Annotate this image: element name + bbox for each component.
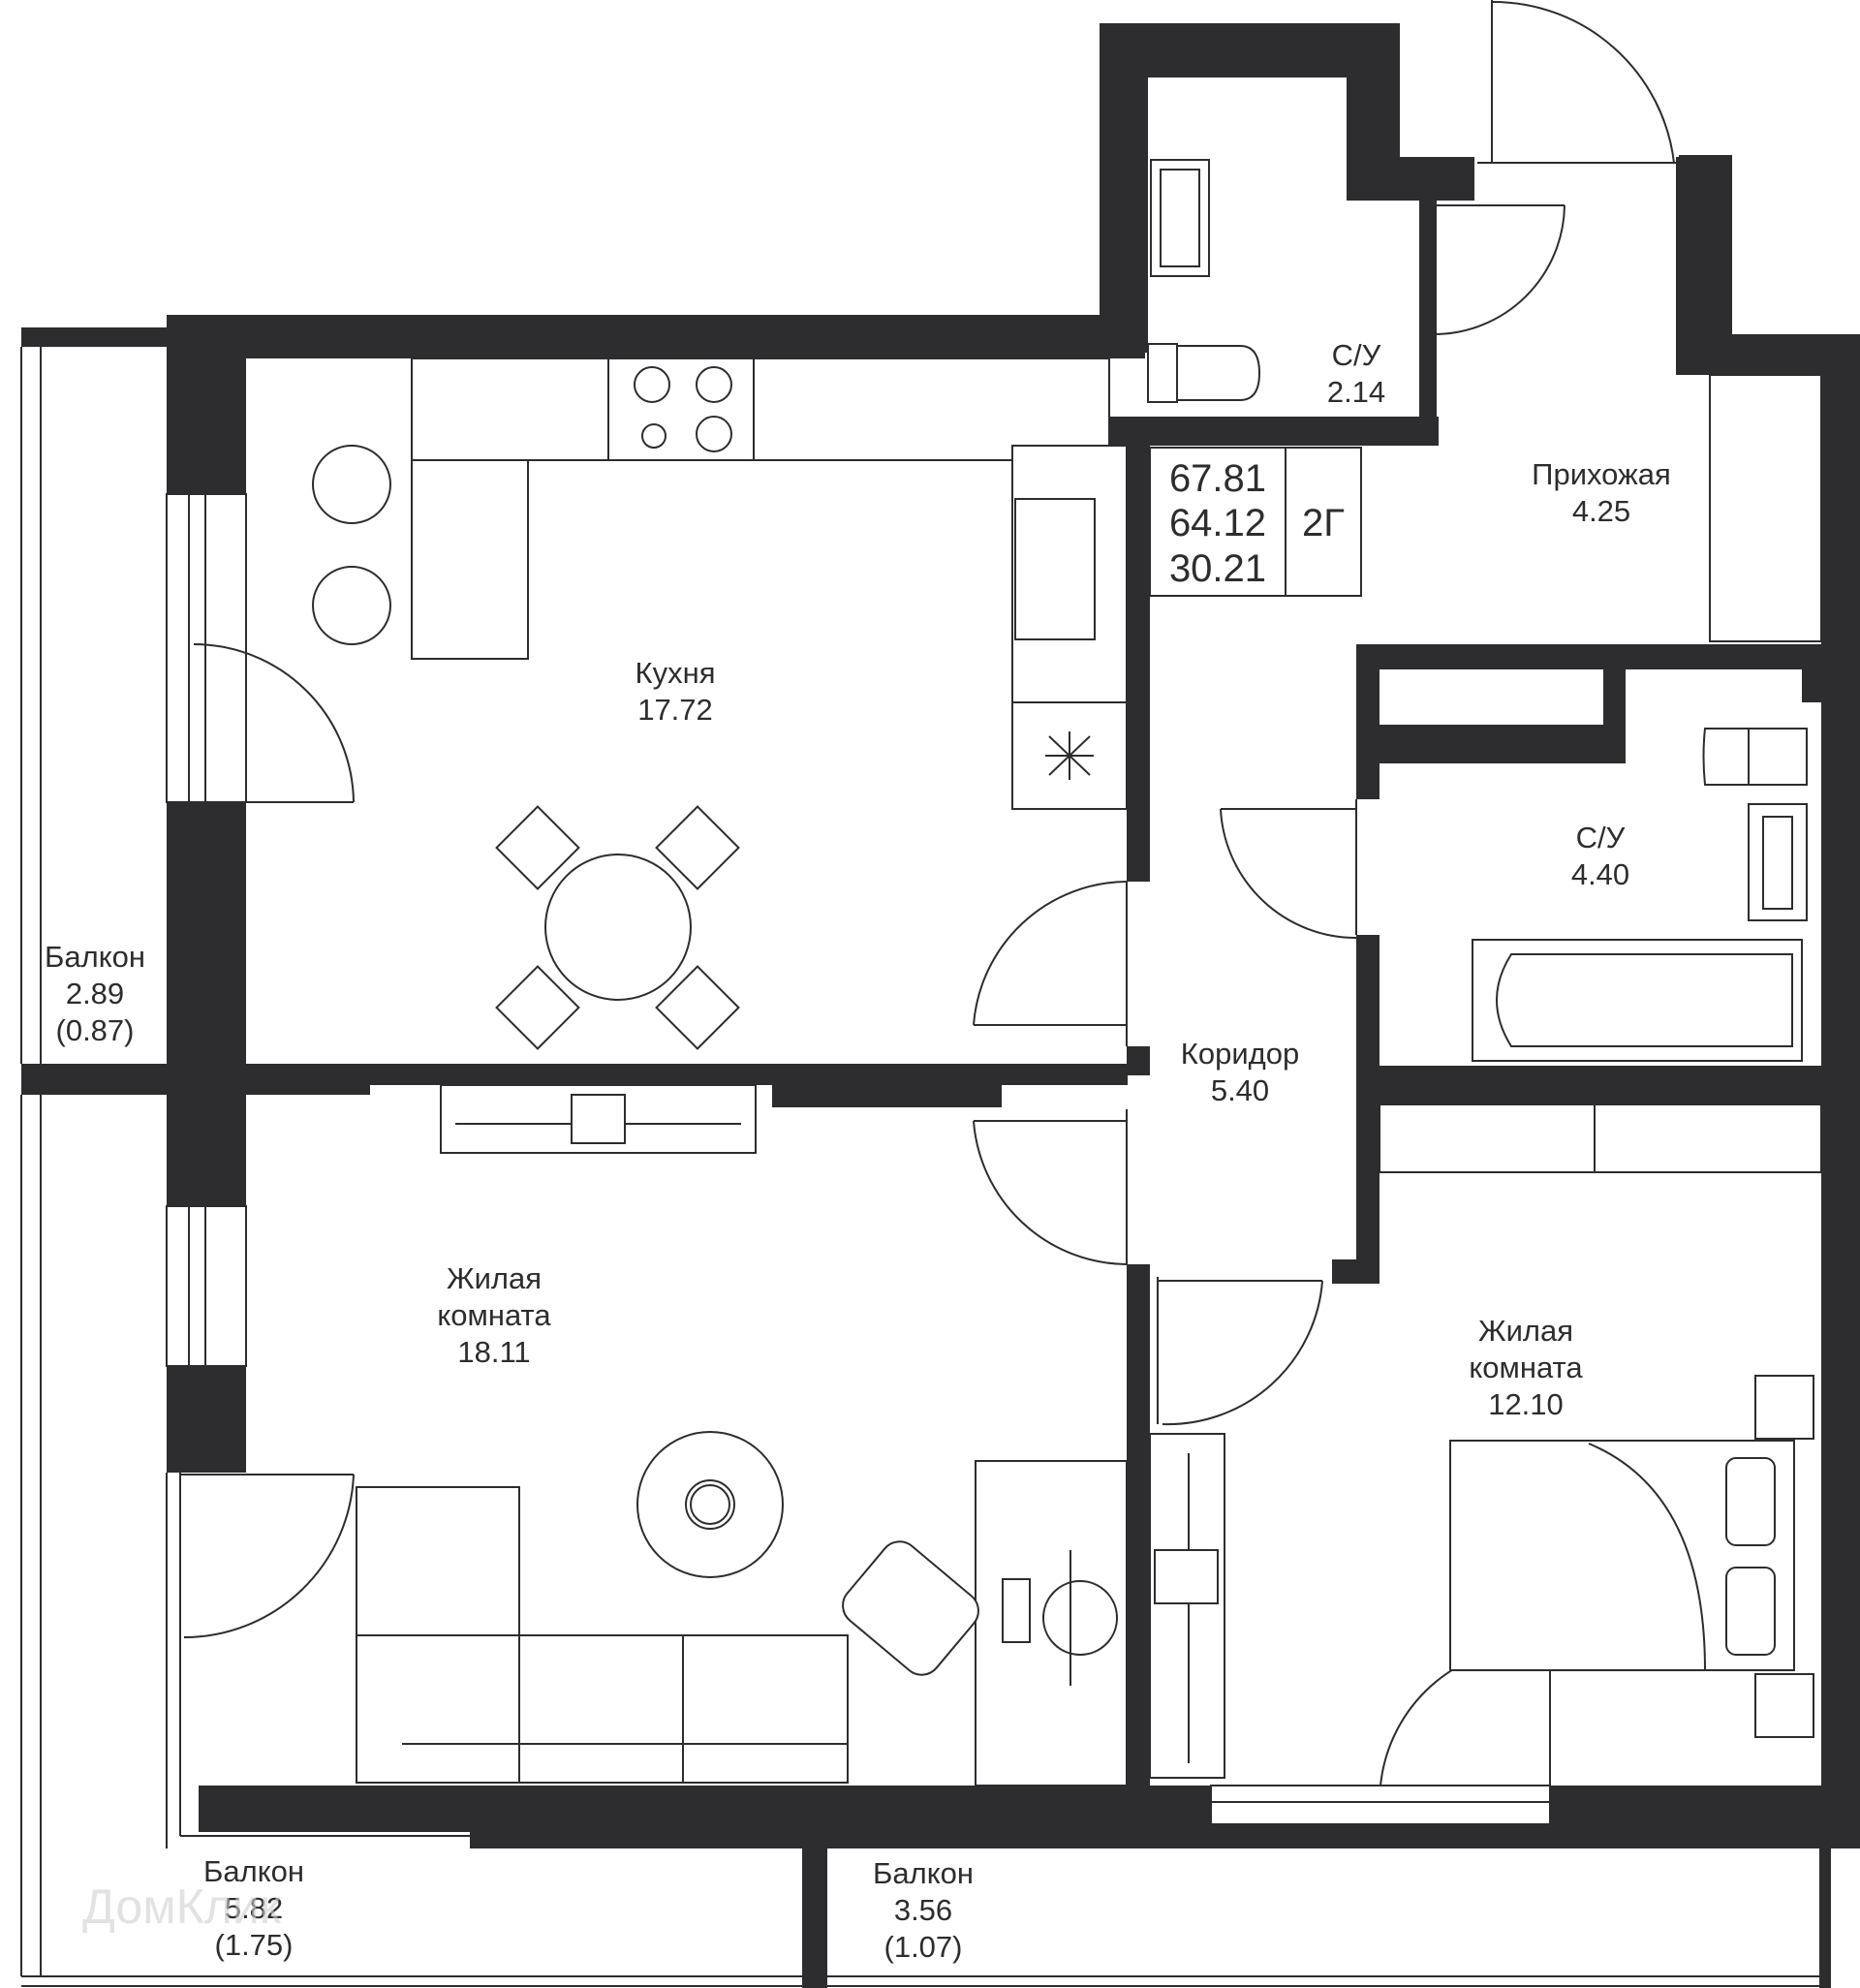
balcony-bottom-left-area: 5.82 [225,1891,283,1925]
balcony-left-area-reduced: (0.87) [56,1013,135,1047]
living-2-name-2: комната [1469,1351,1583,1384]
balcony-left-name: Балкон [45,940,145,974]
doors [179,0,1676,1786]
apartment-type: 2Г [1302,502,1345,544]
living-1-area: 18.11 [457,1335,530,1369]
corridor-name: Коридор [1181,1037,1299,1071]
balcony-bottom-left-area-reduced: (1.75) [215,1928,294,1962]
room-labels: С/У 2.14 Прихожая 4.25 Кухня 17.72 С/У 4… [45,338,1671,1964]
total-area: 67.81 [1169,457,1266,500]
balcony-outlines [20,347,1821,1987]
living-2-name-1: Жилая [1478,1314,1573,1348]
wc-small-area: 2.14 [1327,375,1385,409]
summary-box: 67.81 64.12 30.21 2Г [1149,447,1362,597]
living-area: 30.21 [1169,547,1266,590]
wc-big-name: С/У [1576,821,1626,854]
furniture [312,159,1822,1786]
kitchen-name: Кухня [636,656,716,690]
balcony-left-area: 2.89 [66,977,124,1010]
watermark: ДомКлик [82,1879,282,1934]
living-2-area: 12.10 [1488,1387,1564,1421]
hall-name: Прихожая [1532,457,1671,491]
balcony-bottom-right-area: 3.56 [894,1893,952,1927]
kitchen-area: 17.72 [637,693,713,727]
hall-area: 4.25 [1572,494,1630,528]
balcony-bottom-left-name: Балкон [203,1854,304,1888]
balcony-bottom-right-name: Балкон [873,1856,974,1890]
living-1-name-2: комната [437,1298,551,1332]
living-area-total: 64.12 [1169,502,1266,544]
wc-big-area: 4.40 [1571,857,1629,891]
wc-small-name: С/У [1332,338,1381,372]
living-1-name-1: Жилая [447,1261,542,1295]
walls [21,23,1860,1988]
balcony-bottom-right-area-reduced: (1.07) [884,1930,963,1964]
corridor-area: 5.40 [1211,1073,1269,1107]
